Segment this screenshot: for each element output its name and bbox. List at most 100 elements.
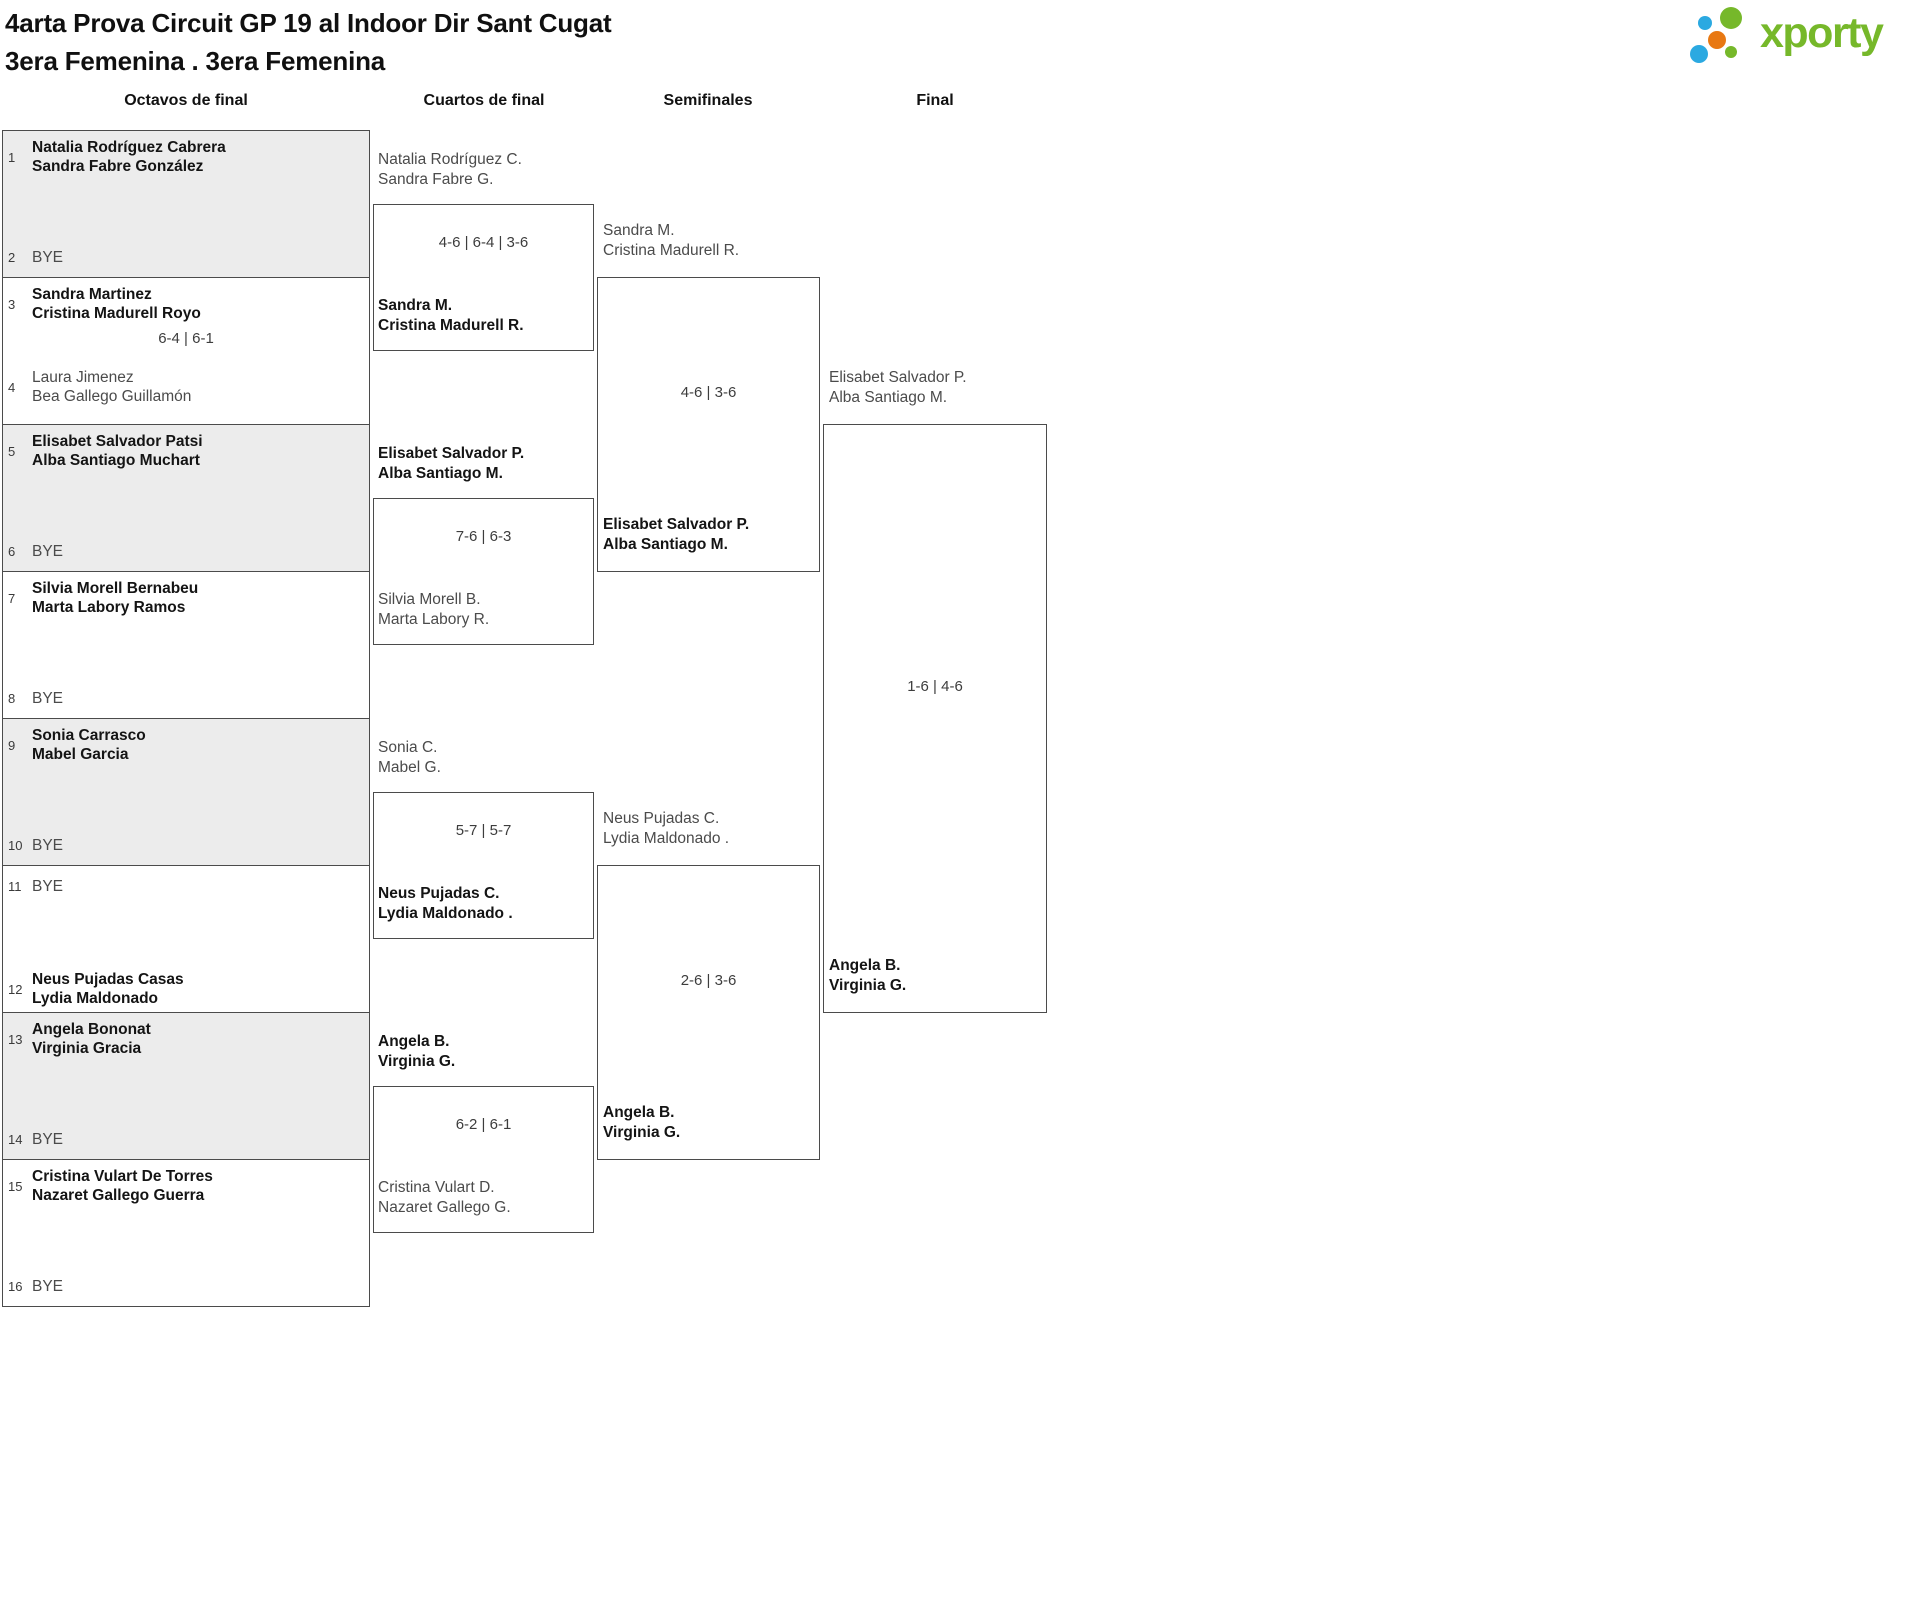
team-name: Neus Pujadas C. — [378, 885, 500, 902]
team-name: Sonia C. — [378, 739, 438, 756]
team-name: Lydia Maldonado — [32, 990, 159, 1007]
qf4-bottom-team: Cristina Vulart D.Nazaret Gallego G. — [378, 1178, 511, 1218]
team-name: Alba Santiago M. — [603, 536, 728, 553]
column-header-cuartos: Cuartos de final — [423, 92, 545, 109]
r16-slot-seed-2: 2 BYE — [8, 248, 63, 267]
team-name: Cristina Madurell R. — [378, 317, 524, 334]
r16-match-4-box — [2, 571, 370, 719]
bye-label: BYE — [32, 878, 64, 895]
team-name: Sandra M. — [603, 222, 675, 239]
seed-number: 8 — [8, 691, 16, 706]
qf4-top-team: Angela B. Virginia G. — [378, 1032, 455, 1072]
team-name: Alba Santiago Muchart — [32, 452, 200, 469]
team-name: Virginia G. — [378, 1053, 456, 1070]
qf3-bottom-team: Neus Pujadas C. Lydia Maldonado . — [378, 884, 513, 924]
xporty-logo-icon — [1690, 7, 1742, 63]
team-name: Sandra M. — [378, 297, 453, 314]
seed-number: 7 — [8, 590, 16, 606]
team-name: Marta Labory Ramos — [32, 599, 186, 616]
team-name: Mabel Garcia — [32, 746, 129, 763]
team-name: Virginia G. — [603, 1124, 681, 1141]
team-name: Angela B. — [829, 957, 901, 974]
qf2-bottom-team: Silvia Morell B. Marta Labory R. — [378, 590, 489, 630]
team-name: Elisabet Salvador P. — [829, 369, 967, 386]
team-name: Laura Jimenez — [32, 369, 134, 386]
team-name: Angela Bononat — [32, 1021, 151, 1038]
seed-number: 11 — [8, 879, 22, 894]
team-name: Cristina Vulart D. — [378, 1179, 495, 1196]
column-header-final: Final — [916, 92, 954, 109]
final-score: 1-6 | 4-6 — [907, 678, 963, 695]
column-header-semifinales: Semifinales — [663, 92, 753, 109]
column-header-octavos: Octavos de final — [124, 92, 248, 109]
seed-number: 14 — [8, 1132, 23, 1147]
match-score: 6-4 | 6-1 — [158, 330, 214, 347]
team-name: Sandra Martinez — [32, 286, 152, 303]
seed-number: 1 — [8, 149, 16, 165]
team-name: Angela B. — [603, 1104, 675, 1121]
sf2-top-team: Neus Pujadas C.Lydia Maldonado . — [603, 809, 729, 849]
seed-number: 16 — [8, 1279, 23, 1294]
seed-number: 9 — [8, 737, 16, 753]
team-name: Sonia Carrasco — [32, 727, 146, 744]
team-name: Alba Santiago M. — [378, 465, 503, 482]
qf4-score: 6-2 | 6-1 — [455, 1116, 512, 1133]
r16-slot-seed-10: 10 BYE — [8, 836, 63, 855]
category-subtitle: 3era Femenina . 3era Femenina — [5, 46, 386, 76]
qf-match-2-box — [373, 498, 594, 645]
r16-match-7-box — [2, 1012, 370, 1160]
team-name: Virginia G. — [829, 977, 907, 994]
qf2-score: 7-6 | 6-3 — [455, 528, 512, 545]
team-name: Cristina Madurell R. — [603, 242, 740, 259]
r16-slot-seed-6: 6 BYE — [8, 542, 63, 561]
team-name: Silvia Morell Bernabeu — [32, 580, 199, 597]
sf1-score: 4-6 | 3-6 — [680, 384, 737, 401]
xporty-logo-text: xporty — [1760, 9, 1884, 57]
qf1-top-team: Natalia Rodríguez C.Sandra Fabre G. — [378, 150, 522, 190]
sf2-score: 2-6 | 3-6 — [680, 972, 737, 989]
seed-number: 3 — [8, 296, 16, 312]
seed-number: 4 — [8, 379, 16, 395]
team-name: Virginia Gracia — [32, 1040, 142, 1057]
sf1-top-team: Sandra M. Cristina Madurell R. — [603, 221, 739, 261]
team-name: Angela B. — [378, 1033, 450, 1050]
team-name: Elisabet Salvador Patsi — [32, 433, 203, 450]
r16-slot-seed-16: 16 BYE — [8, 1277, 63, 1296]
bye-label: BYE — [32, 1131, 64, 1148]
tournament-title: 4arta Prova Circuit GP 19 al Indoor Dir … — [5, 8, 612, 38]
team-name: Nazaret Gallego Guerra — [32, 1187, 205, 1204]
team-name: Elisabet Salvador P. — [378, 445, 525, 462]
r16-slot-seed-8: 8 BYE — [8, 689, 63, 708]
qf3-top-team: Sonia C. Mabel G. — [378, 738, 441, 778]
xporty-logo[interactable]: xporty — [1688, 2, 1884, 64]
final-top-team: Elisabet Salvador P.Alba Santiago M. — [829, 368, 967, 408]
r16-match-5-box — [2, 718, 370, 866]
team-name: Neus Pujadas C. — [603, 810, 720, 827]
team-name: Mabel G. — [378, 759, 441, 776]
team-name: Lydia Maldonado . — [378, 905, 513, 922]
team-name: Cristina Vulart De Torres — [32, 1168, 213, 1185]
team-name: Neus Pujadas Casas — [32, 971, 184, 988]
seed-number: 15 — [8, 1178, 23, 1194]
seed-number: 6 — [8, 544, 16, 559]
seed-number: 5 — [8, 443, 16, 459]
team-name: Cristina Madurell Royo — [32, 305, 201, 322]
team-name: Natalia Rodríguez C. — [378, 151, 522, 168]
bye-label: BYE — [32, 249, 64, 266]
bye-label: BYE — [32, 543, 64, 560]
team-name: Bea Gallego Guillamón — [32, 388, 192, 405]
team-name: Silvia Morell B. — [378, 591, 481, 608]
seed-number: 13 — [8, 1031, 23, 1047]
team-name: Sandra Fabre González — [32, 158, 204, 175]
team-name: Elisabet Salvador P. — [603, 516, 750, 533]
qf-match-3-box — [373, 792, 594, 939]
team-name: Marta Labory R. — [378, 611, 490, 628]
